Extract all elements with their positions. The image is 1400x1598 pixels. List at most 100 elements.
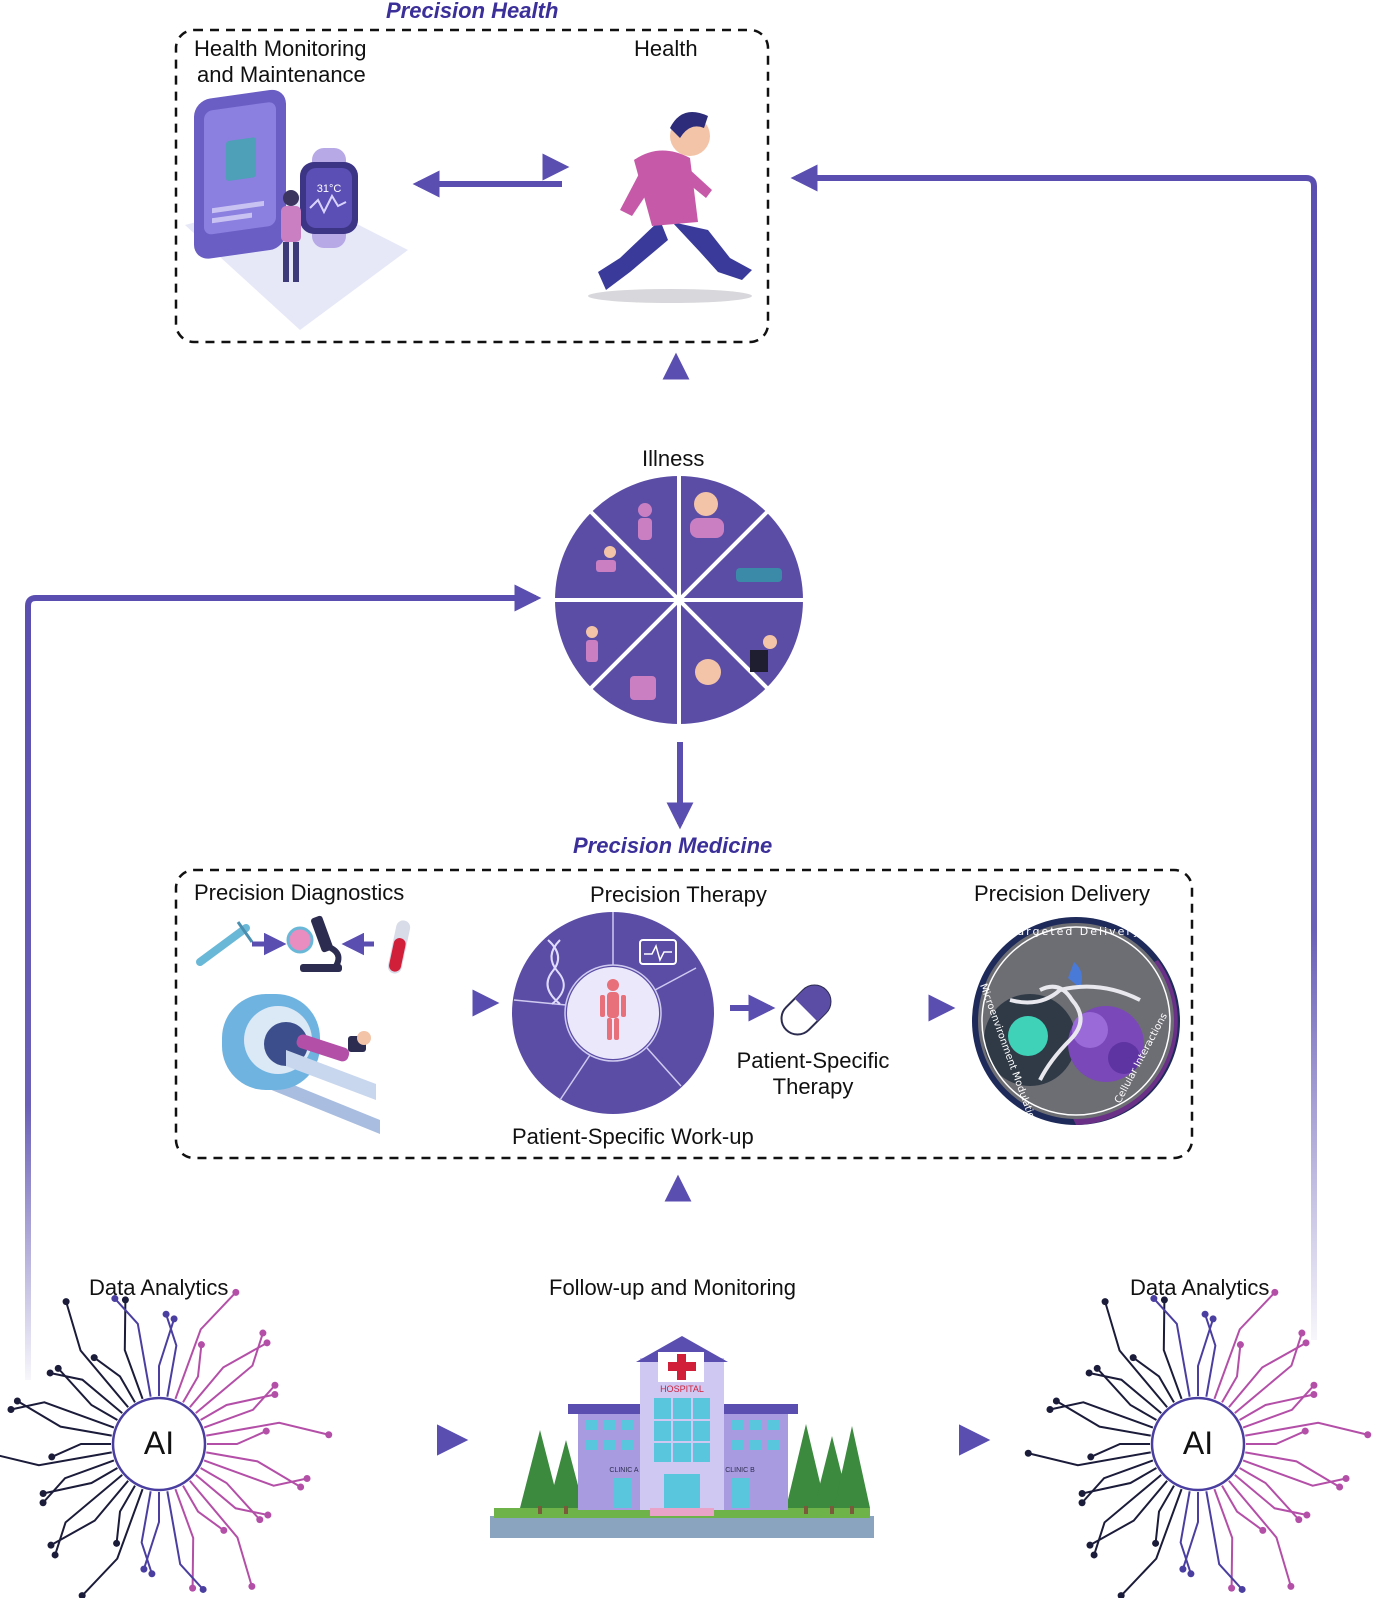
circuit-node — [1078, 1489, 1086, 1497]
circuit-trace — [1153, 1297, 1191, 1397]
circuit-node — [232, 1288, 240, 1296]
circuit-node — [1117, 1592, 1125, 1598]
circuit-trace — [1089, 1480, 1168, 1547]
circuit-trace — [1162, 1299, 1183, 1400]
circuit-node — [1101, 1298, 1109, 1306]
delivery-puzzle-icon: Targeted Delivery Microenvironment Modul… — [972, 917, 1180, 1126]
circuit-node — [1129, 1354, 1137, 1362]
circuit-trace — [123, 1299, 144, 1400]
circuit-node — [162, 1310, 170, 1318]
circuit-trace — [1179, 1491, 1192, 1575]
wearable-device-icon: 31°C — [185, 89, 408, 330]
therapy-wheel-icon — [512, 912, 714, 1114]
circuit-trace — [158, 1318, 176, 1396]
circuit-node — [1302, 1339, 1310, 1347]
circuit-trace — [203, 1384, 276, 1429]
circuit-trace — [1132, 1356, 1175, 1403]
health-monitoring-label-line2: and Maintenance — [197, 62, 366, 87]
ai-chip-left-text: AI — [143, 1425, 175, 1461]
hospital-icon: HOSPITAL CLINIC A CLINIC B — [490, 1336, 874, 1538]
circuit-trace — [195, 1474, 269, 1517]
circuit-node — [325, 1431, 333, 1439]
circuit-node — [1238, 1585, 1246, 1593]
circuit-node — [1087, 1453, 1095, 1461]
ai-chip-ring — [111, 1396, 207, 1492]
circuit-trace — [1088, 1371, 1162, 1414]
circuit-node — [263, 1339, 271, 1347]
data-analytics-left-label: Data Analytics — [89, 1275, 229, 1300]
illness-wheel-icon — [555, 476, 803, 724]
circuit-node — [197, 1341, 205, 1349]
circuit-trace — [1090, 1443, 1150, 1458]
circuit-trace — [1049, 1401, 1154, 1429]
circuit-node — [1310, 1391, 1318, 1399]
circuit-trace — [1154, 1485, 1175, 1544]
circuit-trace — [1096, 1367, 1157, 1421]
circuit-node — [1052, 1397, 1060, 1405]
follow-up-label: Follow-up and Monitoring — [549, 1275, 797, 1300]
circuit-trace — [166, 1491, 204, 1591]
circuit-trace — [42, 1467, 118, 1495]
circuit-node — [303, 1475, 311, 1483]
patient-specific-therapy-line2: Therapy — [772, 1074, 854, 1099]
circuit-trace — [1245, 1421, 1368, 1437]
circuit-node — [1150, 1295, 1158, 1303]
circuit-node — [1086, 1541, 1094, 1549]
circuit-node — [1160, 1296, 1168, 1304]
circuit-node — [1342, 1475, 1350, 1483]
circuit-trace — [142, 1492, 160, 1570]
circuit-trace — [1213, 1291, 1276, 1400]
circuit-node — [39, 1489, 47, 1497]
circuit-trace — [1221, 1344, 1242, 1403]
circuit-node — [1152, 1539, 1160, 1547]
test-tube-icon — [387, 920, 411, 974]
circuit-trace — [1181, 1492, 1199, 1570]
precision-health-title: Precision Health — [386, 0, 559, 23]
patient-specific-workup-label: Patient-Specific Work-up — [512, 1124, 754, 1149]
circuit-trace — [174, 1291, 237, 1400]
circuit-node — [1046, 1405, 1054, 1413]
circuit-node — [1295, 1516, 1303, 1524]
circuit-trace — [189, 1480, 253, 1587]
circuit-trace — [54, 1474, 123, 1556]
circuit-node — [1093, 1364, 1101, 1372]
circuit-node — [62, 1298, 70, 1306]
precision-therapy-label: Precision Therapy — [590, 882, 767, 907]
circuit-node — [113, 1539, 121, 1547]
circuit-node — [1298, 1329, 1306, 1337]
circuit-node — [1259, 1526, 1267, 1534]
circuit-trace — [182, 1344, 203, 1403]
circuit-trace — [182, 1485, 225, 1532]
pill-capsule-icon — [780, 984, 832, 1036]
circuit-node — [39, 1499, 47, 1507]
circuit-trace — [206, 1421, 329, 1437]
ai-chip-right-text: AI — [1182, 1425, 1214, 1461]
ai-chip-ring — [1150, 1396, 1246, 1492]
runner-icon — [588, 112, 752, 303]
precision-medicine-title: Precision Medicine — [573, 833, 773, 858]
circuit-node — [47, 1541, 55, 1549]
circuit-trace — [165, 1313, 178, 1397]
syringe-icon — [196, 921, 254, 966]
circuit-node — [1310, 1381, 1318, 1389]
circuit-node — [1336, 1483, 1344, 1491]
circuit-trace — [1246, 1430, 1306, 1445]
circuit-trace — [115, 1485, 136, 1544]
health-monitoring-label: Health Monitoring — [194, 36, 367, 61]
circuit-trace — [174, 1488, 195, 1589]
circuit-trace — [140, 1491, 153, 1575]
circuit-trace — [1093, 1474, 1162, 1556]
precision-health-box — [174, 28, 770, 344]
precision-medicine-box — [174, 868, 1194, 1160]
circuit-node — [1024, 1449, 1032, 1457]
patient-specific-therapy-label: Patient-Specific Therapy — [728, 1048, 898, 1100]
svg-text:CLINIC A: CLINIC A — [609, 1467, 639, 1474]
circuit-node — [1236, 1341, 1244, 1349]
circuit-trace — [1221, 1485, 1264, 1532]
circuit-trace — [42, 1459, 115, 1504]
circuit-node — [1078, 1499, 1086, 1507]
circuit-trace — [200, 1393, 276, 1421]
circuit-node — [1187, 1570, 1195, 1578]
svg-text:31°C: 31°C — [317, 183, 342, 195]
circuit-node — [54, 1364, 62, 1372]
